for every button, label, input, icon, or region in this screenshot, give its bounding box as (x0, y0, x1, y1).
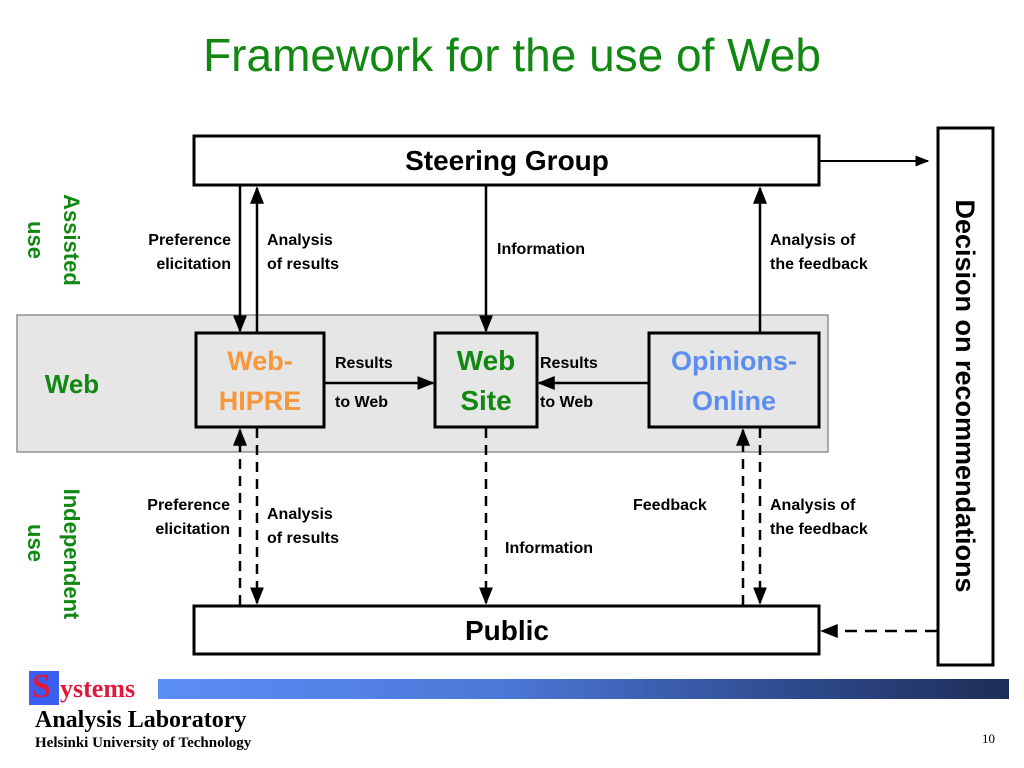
side-label-web: Web (45, 369, 99, 399)
label-bottom-pref-2: elicitation (155, 521, 230, 538)
label-bottom-analysis-1: Analysis (267, 506, 333, 523)
steering-group-label: Steering Group (405, 145, 609, 176)
website-label-line2: Site (460, 385, 511, 416)
label-bottom-analysis-2: of results (267, 530, 339, 547)
website-label-line1: Web (457, 345, 516, 376)
label-results-left-2: to Web (335, 394, 388, 411)
logo-s-block: S (29, 668, 59, 705)
university-name: Helsinki University of Technology (35, 735, 252, 751)
label-top-analysis-2: of results (267, 256, 339, 273)
logo-s-letter: S (32, 668, 51, 705)
label-results-right-1: Results (540, 355, 598, 372)
label-bottom-feedback-analysis-2: the feedback (770, 521, 868, 538)
decision-box (936, 126, 995, 667)
logo-ystems-text: ystems (60, 674, 136, 703)
label-top-analysis-1: Analysis (267, 232, 333, 249)
label-top-information: Information (497, 241, 585, 258)
side-label-assisted: Assisted (59, 194, 84, 286)
steering-group-box (192, 134, 821, 187)
opinions-label-line2: Online (692, 386, 776, 416)
label-top-pref-1: Preference (148, 232, 231, 249)
opinions-label-line1: Opinions- (671, 346, 797, 376)
webhipre-box (194, 331, 326, 429)
side-label-independent-use: use (23, 524, 48, 562)
label-bottom-information: Information (505, 540, 593, 557)
label-bottom-feedback: Feedback (633, 497, 707, 514)
website-box (433, 331, 539, 429)
opinions-online-box (647, 331, 821, 429)
label-top-feedback-analysis-1: Analysis of (770, 232, 856, 249)
label-bottom-feedback-analysis-1: Analysis of (770, 497, 856, 514)
side-label-assisted-use: use (23, 221, 48, 259)
public-label: Public (465, 615, 549, 646)
decision-label: Decision on recommendations (950, 199, 980, 592)
label-results-right-2: to Web (540, 394, 593, 411)
slide-title: Framework for the use of Web (203, 29, 821, 81)
lab-name: Analysis Laboratory (35, 707, 247, 733)
side-label-independent: Independent (59, 489, 84, 620)
webhipre-label-line2: HIPRE (219, 386, 302, 416)
label-top-pref-2: elicitation (156, 256, 231, 273)
footer-gradient-bar (158, 679, 1009, 699)
label-bottom-pref-1: Preference (147, 497, 230, 514)
label-top-feedback-analysis-2: the feedback (770, 256, 868, 273)
webhipre-label-line1: Web- (227, 346, 293, 376)
public-box (192, 604, 821, 656)
page-number: 10 (982, 731, 995, 746)
label-results-left-1: Results (335, 355, 393, 372)
